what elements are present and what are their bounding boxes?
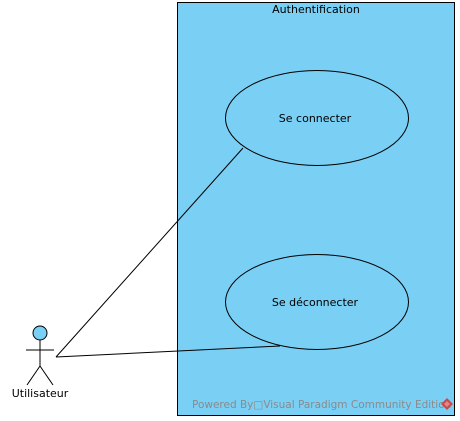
use-case-se-deconnecter[interactable]: Se déconnecter (225, 254, 409, 350)
stick-figure-icon (26, 325, 54, 386)
watermark-text: Powered By□Visual Paradigm Community Edi… (192, 399, 451, 411)
use-case-ellipse (225, 70, 409, 166)
watermark: Powered By□Visual Paradigm Community Edi… (192, 398, 453, 411)
visual-paradigm-logo-icon (441, 398, 453, 410)
system-boundary-box (177, 2, 455, 416)
use-case-label: Se déconnecter (272, 296, 359, 309)
association-line-disconnect[interactable] (55, 345, 281, 358)
association-line-connect[interactable] (55, 147, 244, 358)
actor-label: Utilisateur (12, 387, 69, 400)
system-boundary-title: Authentification (272, 3, 360, 16)
use-case-ellipse (225, 254, 409, 350)
use-case-se-connecter[interactable]: Se connecter (225, 70, 409, 166)
use-case-label: Se connecter (279, 112, 352, 125)
actor-utilisateur[interactable]: Utilisateur (12, 325, 69, 400)
system-boundary[interactable]: Authentification (177, 2, 455, 416)
